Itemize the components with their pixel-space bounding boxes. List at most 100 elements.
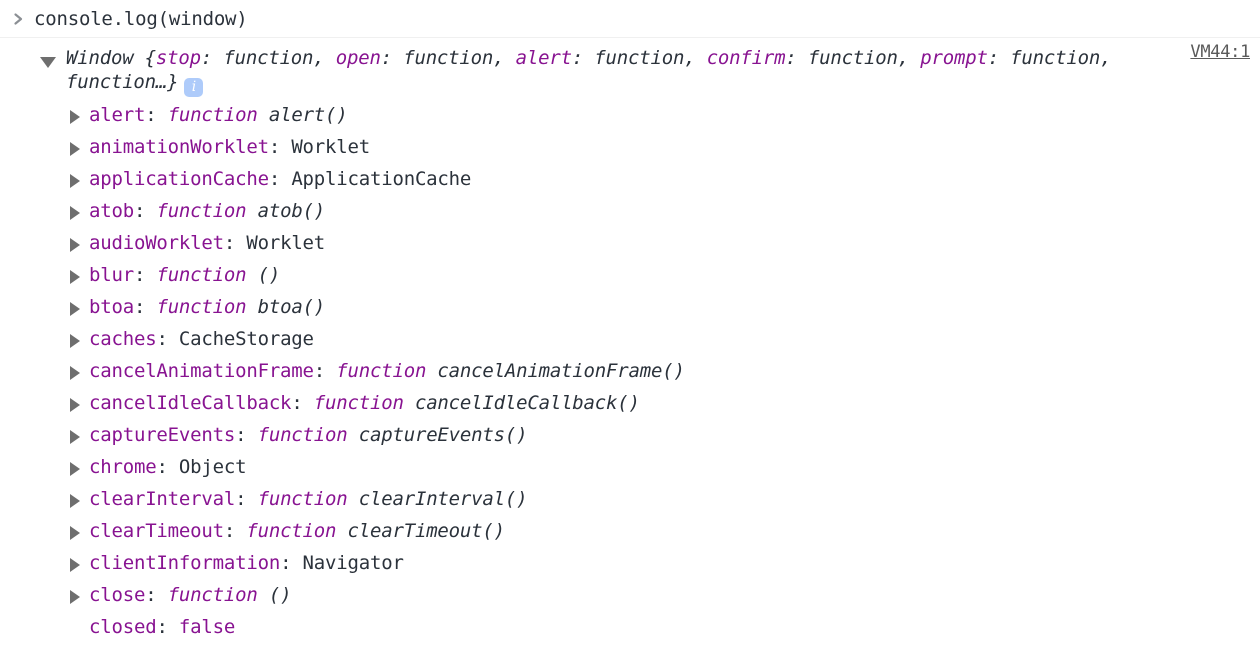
- property-value-object: Worklet: [291, 136, 370, 158]
- property-key: blur: [89, 264, 134, 286]
- property-colon: :: [156, 616, 179, 638]
- property-row[interactable]: alert: function alert(): [0, 99, 1260, 131]
- property-row[interactable]: atob: function atob(): [0, 195, 1260, 227]
- property-colon: :: [235, 488, 258, 510]
- property-key: applicationCache: [89, 168, 269, 190]
- triangle-right-icon[interactable]: [70, 526, 80, 540]
- triangle-right-icon[interactable]: [70, 302, 80, 316]
- preview-entry-key: confirm: [706, 47, 786, 69]
- object-preview-row[interactable]: Window {stop: function, open: function, …: [0, 46, 1260, 97]
- function-keyword: function: [257, 488, 348, 510]
- property-row[interactable]: cancelAnimationFrame: function cancelAni…: [0, 355, 1260, 387]
- source-link[interactable]: VM44:1: [1190, 42, 1250, 62]
- triangle-right-icon[interactable]: [70, 270, 80, 284]
- property-colon: :: [156, 456, 179, 478]
- property-row[interactable]: btoa: function btoa(): [0, 291, 1260, 323]
- property-key: clearInterval: [89, 488, 236, 510]
- function-keyword: function: [156, 296, 247, 318]
- triangle-right-icon[interactable]: [70, 398, 80, 412]
- function-keyword: function: [167, 104, 258, 126]
- property-key: atob: [89, 200, 134, 222]
- property-colon: :: [223, 520, 247, 542]
- preview-entry-value: : function,: [380, 47, 516, 69]
- function-keyword: function: [156, 264, 247, 286]
- property-key: close: [89, 584, 146, 606]
- console-input[interactable]: console.log(window): [34, 7, 248, 30]
- property-value-object: Object: [178, 456, 247, 478]
- property-row[interactable]: clientInformation: Navigator: [0, 547, 1260, 579]
- triangle-down-icon[interactable]: [40, 57, 56, 68]
- property-key: cancelAnimationFrame: [89, 360, 314, 382]
- triangle-right-icon[interactable]: [70, 494, 80, 508]
- property-key: closed: [89, 616, 157, 638]
- function-signature: captureEvents(): [347, 424, 528, 446]
- preview-entry-key: prompt: [920, 47, 988, 69]
- property-value-object: Worklet: [246, 232, 326, 254]
- console-prompt-row[interactable]: console.log(window): [0, 0, 1260, 38]
- function-signature: (): [246, 264, 281, 286]
- property-row[interactable]: blur: function (): [0, 259, 1260, 291]
- function-keyword: function: [156, 200, 247, 222]
- property-colon: :: [268, 168, 292, 190]
- chevron-right-icon: [12, 12, 34, 26]
- function-signature: atob(): [246, 200, 326, 222]
- triangle-right-icon[interactable]: [70, 366, 80, 380]
- preview-constructor: Window {: [66, 47, 156, 69]
- triangle-right-icon[interactable]: [70, 110, 80, 124]
- info-badge-icon[interactable]: i: [184, 78, 204, 97]
- preview-entry-value: : function,: [571, 47, 707, 69]
- property-colon: :: [313, 360, 337, 382]
- property-row[interactable]: cancelIdleCallback: function cancelIdleC…: [0, 387, 1260, 419]
- console-result-block: VM44:1 Window {stop: function, open: fun…: [0, 38, 1260, 643]
- property-colon: :: [291, 392, 314, 414]
- property-row[interactable]: close: function (): [0, 579, 1260, 611]
- property-row[interactable]: caches: CacheStorage: [0, 323, 1260, 355]
- function-signature: clearInterval(): [347, 488, 528, 510]
- triangle-right-icon[interactable]: [70, 174, 80, 188]
- preview-entries: stop: function, open: function, alert: f…: [156, 47, 1112, 69]
- function-keyword: function: [336, 360, 427, 382]
- property-key: cancelIdleCallback: [89, 392, 292, 414]
- triangle-right-icon[interactable]: [70, 590, 80, 604]
- property-row[interactable]: closed: false: [0, 611, 1260, 643]
- property-row[interactable]: captureEvents: function captureEvents(): [0, 419, 1260, 451]
- function-keyword: function: [257, 424, 348, 446]
- property-row[interactable]: applicationCache: ApplicationCache: [0, 163, 1260, 195]
- property-value-object: CacheStorage: [178, 328, 314, 350]
- property-key: alert: [89, 104, 146, 126]
- preview-entry-key: alert: [515, 47, 572, 69]
- property-colon: :: [133, 200, 157, 222]
- function-keyword: function: [246, 520, 337, 542]
- object-properties-list: alert: function alert()animationWorklet:…: [0, 99, 1260, 643]
- property-colon: :: [268, 136, 292, 158]
- triangle-right-icon[interactable]: [70, 430, 80, 444]
- property-key: animationWorklet: [89, 136, 269, 158]
- property-row[interactable]: audioWorklet: Worklet: [0, 227, 1260, 259]
- triangle-right-icon[interactable]: [70, 334, 80, 348]
- property-value-object: Navigator: [302, 552, 404, 574]
- property-row[interactable]: animationWorklet: Worklet: [0, 131, 1260, 163]
- function-signature: cancelAnimationFrame(): [426, 360, 685, 382]
- property-colon: :: [145, 584, 168, 606]
- property-colon: :: [133, 264, 157, 286]
- property-row[interactable]: clearTimeout: function clearTimeout(): [0, 515, 1260, 547]
- triangle-right-icon[interactable]: [70, 238, 80, 252]
- property-key: audioWorklet: [89, 232, 224, 254]
- preview-entry-key: open: [335, 47, 381, 69]
- property-row[interactable]: clearInterval: function clearInterval(): [0, 483, 1260, 515]
- triangle-right-icon[interactable]: [70, 142, 80, 156]
- preview-entry-value: : function,: [785, 47, 921, 69]
- property-colon: :: [223, 232, 247, 254]
- property-key: clientInformation: [89, 552, 281, 574]
- triangle-right-icon[interactable]: [70, 558, 80, 572]
- property-row[interactable]: chrome: Object: [0, 451, 1260, 483]
- property-key: btoa: [89, 296, 134, 318]
- preview-entry-value: : function,: [987, 47, 1112, 69]
- triangle-right-icon[interactable]: [70, 462, 80, 476]
- property-colon: :: [145, 104, 168, 126]
- function-signature: clearTimeout(): [336, 520, 506, 542]
- triangle-right-icon[interactable]: [70, 206, 80, 220]
- property-colon: :: [280, 552, 303, 574]
- property-colon: :: [235, 424, 258, 446]
- function-signature: alert(): [257, 104, 348, 126]
